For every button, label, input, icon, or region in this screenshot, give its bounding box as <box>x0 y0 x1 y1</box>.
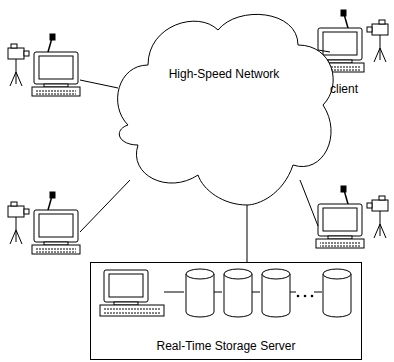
server-label: Real-Time Storage Server <box>91 339 361 353</box>
network-cloud: High-Speed Network <box>108 5 340 205</box>
cloud-shape <box>118 14 334 205</box>
network-label: High-Speed Network <box>108 67 340 81</box>
cloud-outline <box>108 5 340 205</box>
ellipsis-dots <box>297 295 314 298</box>
server-box: Real-Time Storage Server <box>90 262 362 360</box>
server-computer <box>100 270 322 316</box>
client-label: client <box>330 82 358 96</box>
network-link <box>247 205 248 262</box>
